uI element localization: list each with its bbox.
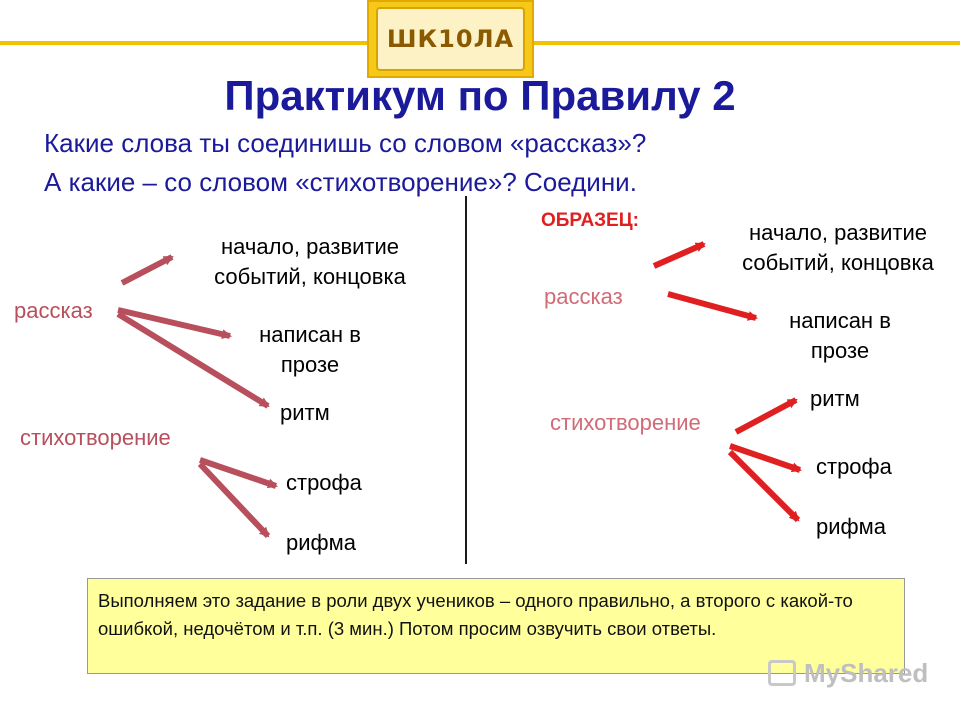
- left-target-nachalo: начало, развитие событий, концовка: [190, 232, 430, 292]
- right-target-rifma: рифма: [816, 514, 886, 539]
- task-line-2: А какие – со словом «стихотворение»? Сое…: [44, 167, 637, 197]
- watermark-text: MyShared: [804, 658, 929, 688]
- arrow-left-rasskaz-to-proza: [117, 307, 232, 340]
- left-target-nachalo-line1: начало, развитие: [220, 234, 400, 259]
- arrow-left-rasskaz-to-ritm: [116, 311, 270, 409]
- arrow-left-stikh-to-rifma: [197, 461, 271, 539]
- presentation-icon: [768, 660, 796, 686]
- left-target-nachalo-line2: событий, концовка: [214, 264, 406, 289]
- right-target-proza-line1: написан в: [789, 308, 891, 333]
- arrow-left-stikh-to-strofa: [199, 457, 278, 489]
- left-target-proza: написан в прозе: [240, 320, 380, 380]
- right-target-proza: написан в прозе: [770, 306, 910, 366]
- left-target-rifma: рифма: [286, 530, 356, 555]
- arrow-right-rasskaz-to-proza: [667, 291, 758, 321]
- left-target-proza-line2: прозе: [280, 352, 340, 377]
- page-title: Практикум по Правилу 2: [224, 72, 736, 119]
- left-target-ritm: ритм: [280, 400, 330, 425]
- left-word-stikhotvorenie: стихотворение: [20, 425, 171, 450]
- sample-label: ОБРАЗЕЦ:: [541, 210, 639, 231]
- arrow-left-rasskaz-to-nachalo: [120, 254, 174, 286]
- left-target-proza-line1: написан в: [259, 322, 361, 347]
- column-divider: [465, 196, 467, 564]
- teacher-note: Выполняем это задание в роли двух ученик…: [87, 578, 905, 674]
- arrow-right-stikh-to-strofa: [729, 443, 802, 473]
- arrow-right-stikh-to-ritm: [734, 397, 798, 435]
- arrow-right-rasskaz-to-nachalo: [652, 241, 706, 269]
- right-word-rasskaz: рассказ: [544, 284, 623, 309]
- arrow-right-stikh-to-rifma: [727, 449, 801, 523]
- task-line-1: Какие слова ты соединишь со словом «расс…: [44, 128, 647, 158]
- right-target-strofa: строфа: [816, 454, 892, 479]
- right-target-ritm: ритм: [810, 386, 860, 411]
- logo-text: ШК10ЛА: [386, 25, 515, 53]
- left-target-strofa: строфа: [286, 470, 362, 495]
- right-word-stikhotvorenie: стихотворение: [550, 410, 701, 435]
- right-target-nachalo: начало, развитие событий, концовка: [718, 218, 958, 278]
- school-logo: ШК10ЛА: [367, 0, 534, 78]
- right-target-nachalo-line2: событий, концовка: [742, 250, 934, 275]
- right-target-nachalo-line1: начало, развитие: [748, 220, 928, 245]
- logo-plate: ШК10ЛА: [376, 7, 525, 71]
- left-word-rasskaz: рассказ: [14, 298, 93, 323]
- right-target-proza-line2: прозе: [810, 338, 870, 363]
